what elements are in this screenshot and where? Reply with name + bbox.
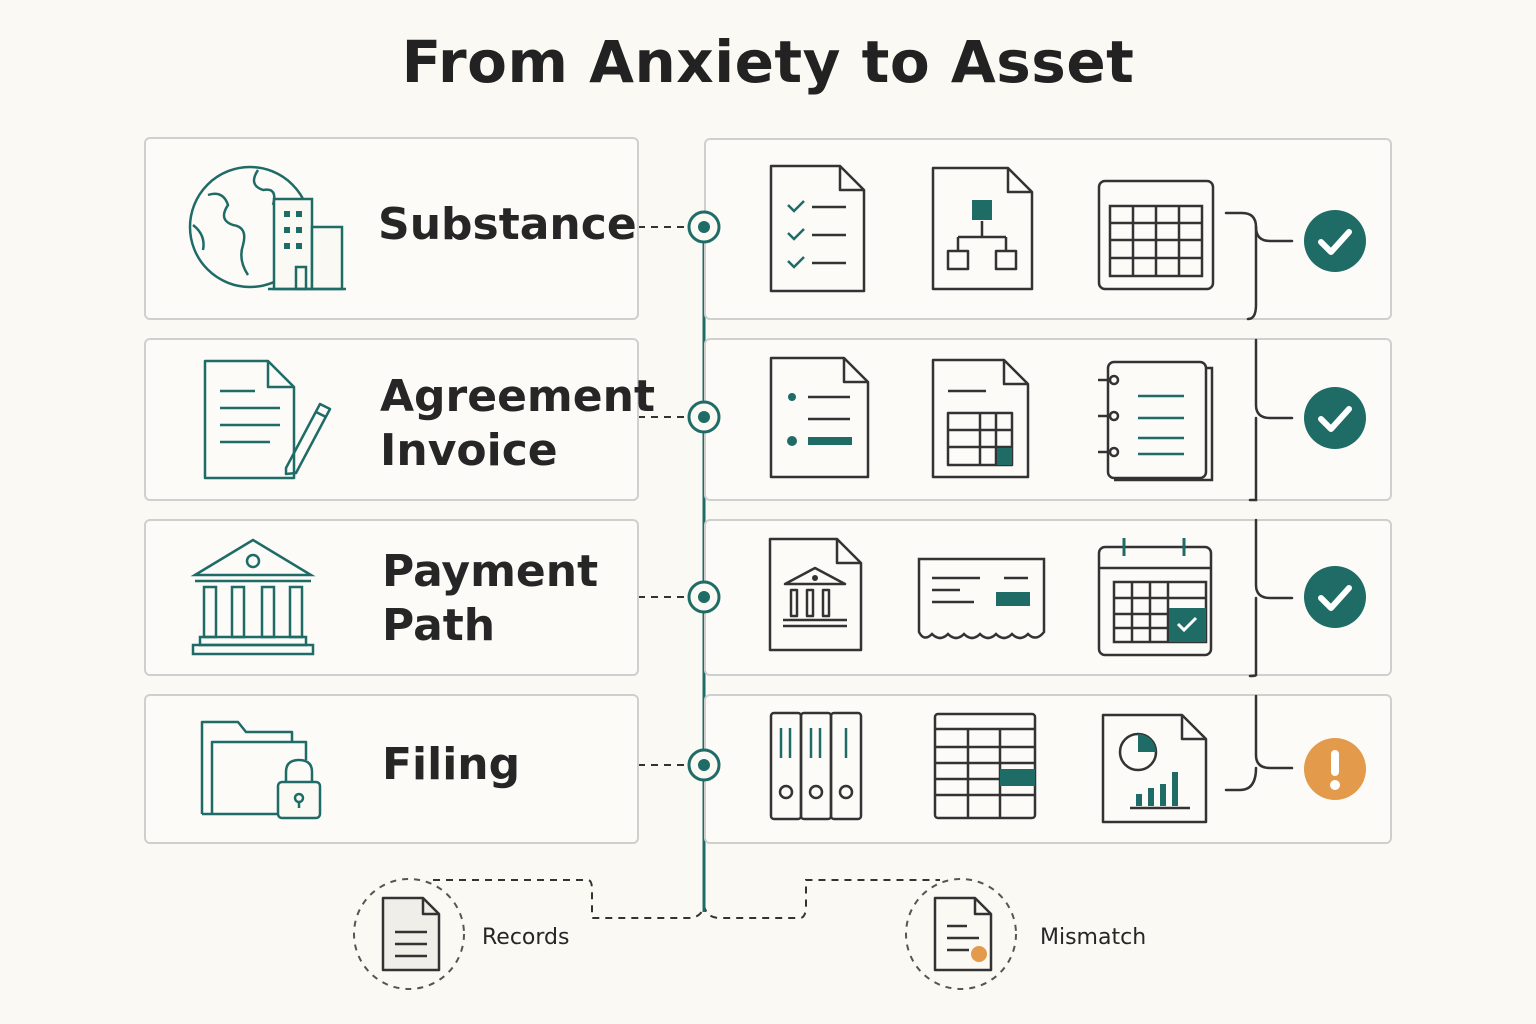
folder-lock-icon xyxy=(200,720,322,820)
bank-check-icon xyxy=(917,557,1046,640)
check-circle-icon xyxy=(1304,387,1366,449)
legend-label-mismatch: Mismatch xyxy=(1040,925,1147,950)
chart-report-icon xyxy=(1101,713,1208,824)
document-pen-icon xyxy=(203,359,332,480)
row-label-filing: Filing xyxy=(382,739,521,790)
category-card-agreement-invoice xyxy=(144,338,639,501)
legend-label-records: Records xyxy=(482,925,570,950)
row-label-substance: Substance xyxy=(378,199,637,250)
check-circle-icon xyxy=(1304,210,1366,272)
bullet-list-document-icon xyxy=(769,356,870,479)
calendar-check-icon xyxy=(1097,538,1213,657)
bank-document-icon xyxy=(768,537,863,652)
category-card-substance xyxy=(144,137,639,320)
page-title: From Anxiety to Asset xyxy=(401,28,1135,96)
table-grid-icon xyxy=(1097,179,1215,291)
row-node-filing xyxy=(687,748,721,782)
row-label-agreement-invoice: Agreement Invoice xyxy=(380,371,655,476)
exclamation-circle-icon xyxy=(1304,738,1366,800)
row-node-payment-path xyxy=(687,580,721,614)
row-node-substance xyxy=(687,210,721,244)
spiral-notebook-icon xyxy=(1098,360,1214,482)
ledger-table-icon xyxy=(933,712,1037,820)
row-node-agreement-invoice xyxy=(687,400,721,434)
bank-icon xyxy=(190,538,316,656)
globe-building-icon xyxy=(188,165,346,291)
records-document-icon xyxy=(353,878,465,990)
binders-icon xyxy=(769,711,863,821)
checklist-document-icon xyxy=(769,164,866,293)
category-card-payment-path xyxy=(144,519,639,676)
flowchart-document-icon xyxy=(931,166,1034,291)
check-circle-icon xyxy=(1304,566,1366,628)
mismatch-document-icon xyxy=(905,878,1017,990)
spreadsheet-document-icon xyxy=(931,358,1030,479)
category-card-filing xyxy=(144,694,639,844)
process-card-substance xyxy=(704,138,1392,320)
row-label-payment-path: Payment Path xyxy=(382,546,599,651)
